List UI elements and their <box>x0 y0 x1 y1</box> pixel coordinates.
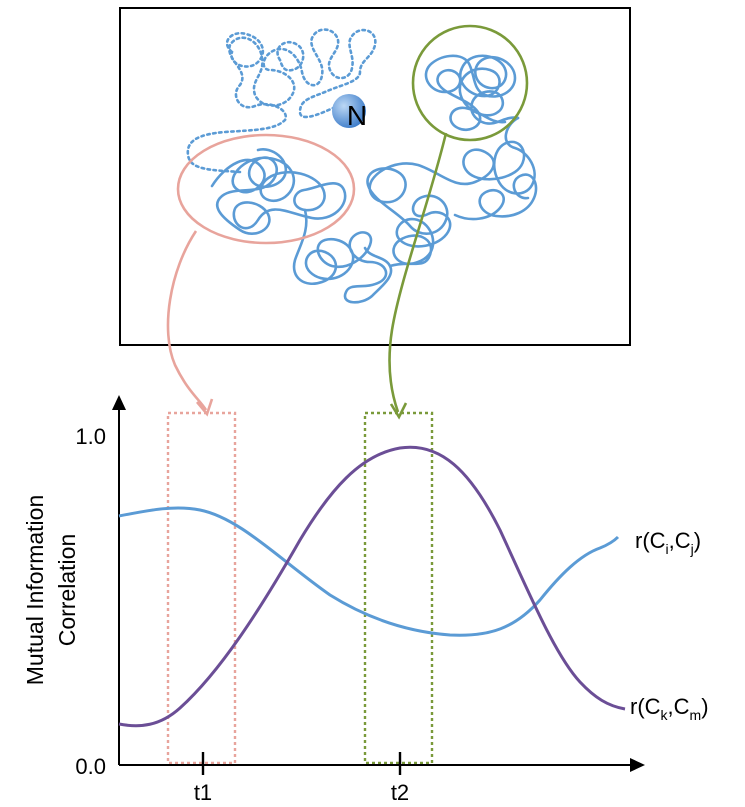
connector-arrow-2 <box>388 132 448 413</box>
x-tick-t1-label: t1 <box>194 780 212 805</box>
dotted-chain-loop <box>225 31 305 72</box>
region-circle-1 <box>176 133 356 245</box>
region-circle-2 <box>411 24 529 142</box>
y-tick-top-label: 1.0 <box>75 424 106 449</box>
series-label-r-ci-cj: r(Ci,Cj) <box>635 528 701 557</box>
x-axis-arrowhead <box>630 758 645 772</box>
dotted-chain <box>186 28 377 174</box>
series-label-r-ck-cm: r(Ck,Cm) <box>630 694 709 723</box>
trajectory-tangle-left <box>210 148 347 235</box>
connector-arrowhead-2 <box>389 402 408 420</box>
connector-arrow-1 <box>166 230 208 411</box>
time-window-1 <box>166 411 237 765</box>
curve-r-ck-cm <box>118 445 626 728</box>
node-label: N <box>347 100 367 131</box>
y-axis-arrowhead <box>112 395 126 410</box>
trajectory-loops-middle <box>292 208 393 304</box>
y-tick-bottom-label: 0.0 <box>75 754 106 779</box>
y-axis-label-line1: Mutual Information <box>22 495 48 685</box>
trajectory-loops-right-2 <box>453 173 538 221</box>
y-axis-label-line2: Correlation <box>54 534 80 647</box>
time-window-2 <box>363 411 434 765</box>
node-circle <box>332 94 366 128</box>
x-tick-t2-label: t2 <box>391 780 409 805</box>
trajectory-tangle-right <box>424 54 520 132</box>
curve-r-ci-cj <box>118 506 620 637</box>
